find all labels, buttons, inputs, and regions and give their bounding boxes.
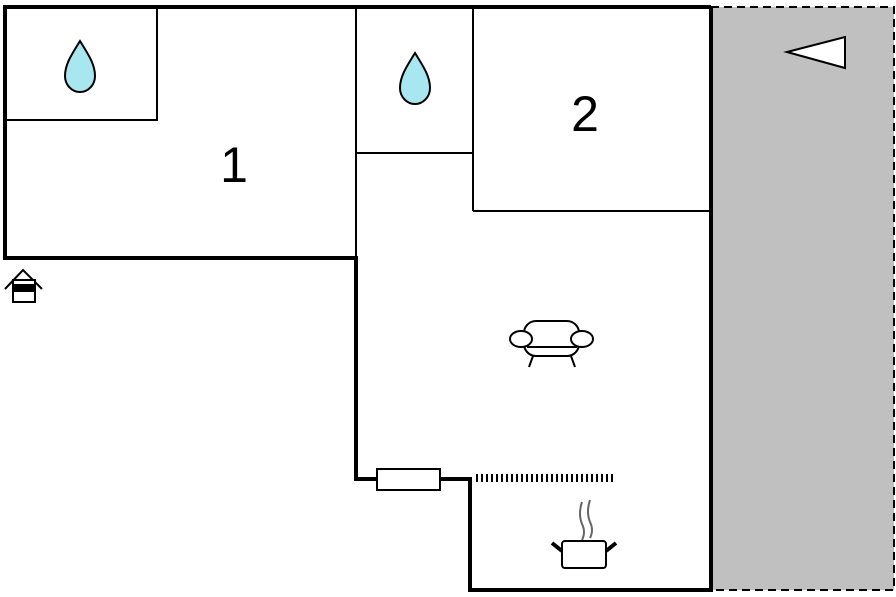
house-entrance-icon bbox=[4, 268, 43, 303]
terrace-area bbox=[710, 6, 895, 591]
cooking-pot-icon bbox=[550, 499, 618, 569]
triangle-pointer-icon bbox=[783, 35, 846, 70]
outer-walls bbox=[3, 5, 713, 592]
water-drop-icon bbox=[63, 39, 97, 93]
water-drop-icon bbox=[398, 51, 432, 105]
room-label-2: 2 bbox=[571, 86, 599, 142]
room-label-1: 1 bbox=[220, 137, 248, 193]
sofa-icon bbox=[509, 320, 594, 368]
wall-window bbox=[376, 468, 441, 491]
interior-walls bbox=[5, 7, 711, 258]
